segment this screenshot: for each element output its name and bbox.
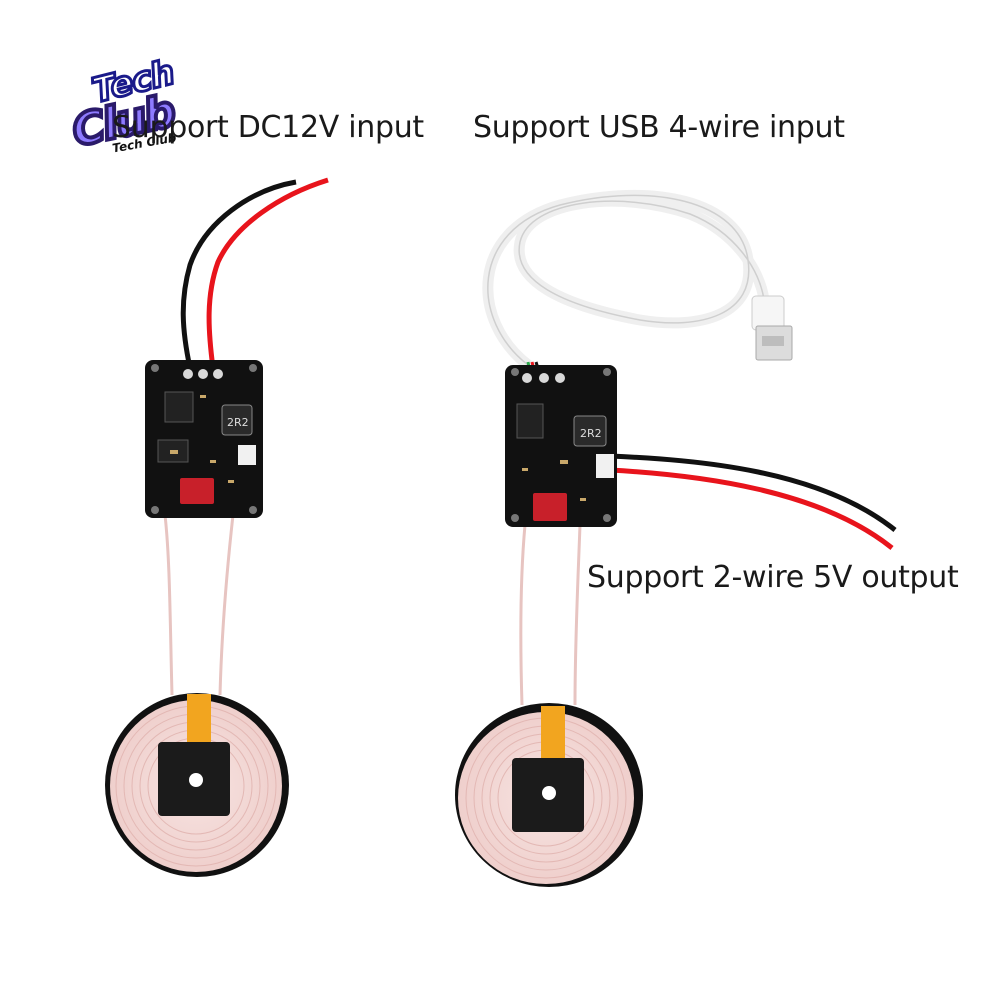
coil-lead-right-1: [519, 524, 527, 706]
output-red-wire: [609, 467, 894, 550]
usb-cable-outline: [487, 194, 765, 366]
usb-connector: [751, 295, 793, 361]
inductor-label-left: 2R2: [227, 416, 249, 429]
pcb-left: [145, 360, 263, 518]
coil-lead-left-2: [218, 514, 235, 696]
coil-lead-right-2: [573, 524, 582, 706]
dc-red-wire: [206, 177, 329, 369]
usb-cable: [482, 189, 770, 371]
coil-left: [105, 693, 289, 877]
caption-usb-input: Support USB 4-wire input: [473, 110, 845, 145]
caption-dc12v-input: Support DC12V input: [112, 110, 424, 145]
dc-black-wire: [180, 179, 297, 369]
caption-5v-output: Support 2-wire 5V output: [587, 560, 959, 595]
pcb-right: [505, 365, 617, 527]
inductor-label-right: 2R2: [580, 427, 602, 440]
output-black-wire: [609, 453, 897, 532]
coil-right: [455, 703, 643, 887]
coil-lead-left-1: [163, 514, 174, 696]
